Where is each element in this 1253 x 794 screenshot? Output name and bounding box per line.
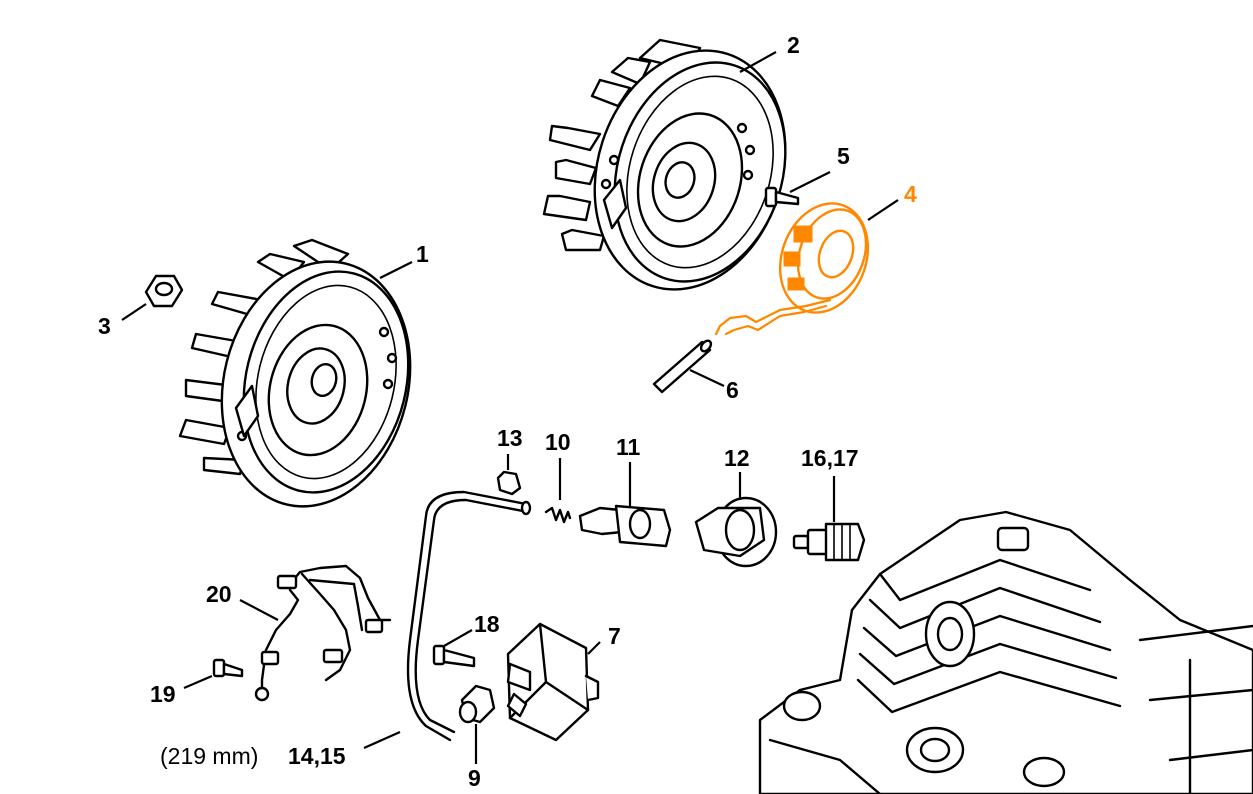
label-part-2: 2 xyxy=(787,32,800,58)
terminal-11[interactable] xyxy=(578,504,672,548)
label-part-14-15: 14,15 xyxy=(288,743,346,769)
label-part-11: 11 xyxy=(616,434,641,460)
screw-5[interactable] xyxy=(764,186,800,208)
clip-13[interactable] xyxy=(496,470,522,496)
label-part-3: 3 xyxy=(98,313,111,339)
leader-lines xyxy=(121,51,899,764)
ignition-coil-7[interactable] xyxy=(506,622,600,742)
label-part-6: 6 xyxy=(726,377,739,403)
part-labels: 2 1 3 5 4 6 13 10 11 12 16,17 20 19 18 7… xyxy=(98,32,917,791)
label-part-9: 9 xyxy=(468,765,481,791)
pin-6[interactable] xyxy=(652,339,713,394)
label-part-10: 10 xyxy=(545,429,571,455)
label-part-18: 18 xyxy=(474,611,500,637)
cap-12[interactable] xyxy=(694,496,778,568)
flywheel-2[interactable] xyxy=(542,26,815,315)
flywheel-2-fins xyxy=(542,38,702,252)
screw-18[interactable] xyxy=(432,644,476,668)
hose-14-15[interactable] xyxy=(406,490,532,742)
label-part-14-15-length: (219 mm) xyxy=(160,743,258,769)
label-part-13: 13 xyxy=(497,425,523,451)
label-part-7: 7 xyxy=(608,623,621,649)
spring-10[interactable] xyxy=(544,506,572,524)
label-part-1: 1 xyxy=(416,241,429,267)
spark-plug-16-17[interactable] xyxy=(792,522,866,562)
screw-19[interactable] xyxy=(212,658,244,678)
label-part-4: 4 xyxy=(904,181,917,207)
label-part-16-17: 16,17 xyxy=(801,445,859,471)
engine-block xyxy=(758,510,1253,794)
label-part-5: 5 xyxy=(837,143,850,169)
label-part-19: 19 xyxy=(150,681,176,707)
grommet-9[interactable] xyxy=(458,684,496,724)
label-part-12: 12 xyxy=(724,445,750,471)
flywheel-1[interactable] xyxy=(178,238,435,527)
hex-nut-3[interactable] xyxy=(144,274,184,308)
ignition-module-4[interactable] xyxy=(714,191,883,336)
label-part-20: 20 xyxy=(206,581,232,607)
wiring-harness-20[interactable] xyxy=(254,564,392,702)
